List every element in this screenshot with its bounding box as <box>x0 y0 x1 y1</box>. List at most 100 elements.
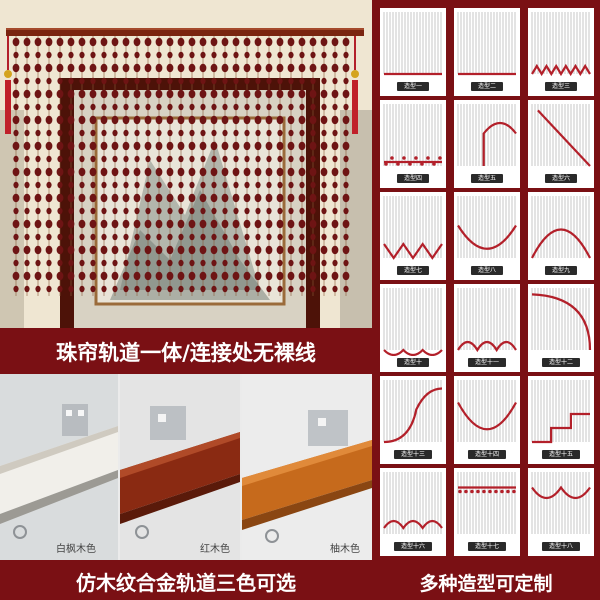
style-diagram <box>383 12 442 76</box>
style-grid: 造型一造型二 造型三造型四造型五 造型六造型七 造型八 造型九造型十 造型十一 造型十二造型… <box>372 0 600 562</box>
style-hem-line <box>457 224 517 250</box>
style-label: 造型十七 <box>467 542 507 551</box>
style-label: 造型十一 <box>467 358 507 367</box>
style-bead <box>470 489 474 494</box>
style-label: 造型十 <box>396 358 430 367</box>
style-diagram <box>531 288 592 351</box>
style-label: 造型十三 <box>393 450 433 459</box>
style-bead <box>426 156 430 160</box>
style-card: 造型二 <box>454 8 520 96</box>
style-card: 造型四 <box>380 100 446 188</box>
colors-caption-bar: 仿木纹合金轨道三色可选 <box>0 560 372 600</box>
style-diagram <box>531 12 591 77</box>
rail-label-3: 柚木色 <box>330 544 360 555</box>
style-label: 造型七 <box>396 266 430 275</box>
style-card: 造型十五 <box>528 376 594 464</box>
style-bead <box>476 489 480 494</box>
style-hem-line <box>383 387 443 444</box>
style-hem-line <box>482 121 517 166</box>
style-label: 造型三 <box>544 82 578 91</box>
style-bead <box>402 156 406 160</box>
style-card: 造型九 <box>528 192 594 280</box>
style-bead <box>390 156 394 160</box>
rail-sample-teak: 柚木色 <box>242 374 372 560</box>
rail-body <box>120 432 240 514</box>
style-diagram <box>383 288 443 356</box>
style-diagram <box>383 104 442 166</box>
style-diagram <box>457 288 517 353</box>
style-bead <box>408 162 412 166</box>
style-card: 造型一 <box>380 8 446 96</box>
style-diagram <box>531 196 591 259</box>
style-card: 造型七 <box>380 192 446 280</box>
style-card: 造型十一 <box>454 284 520 372</box>
style-diagram <box>457 472 516 534</box>
style-label: 造型五 <box>470 174 504 183</box>
styles-caption-text: 多种造型可定制 <box>419 573 553 595</box>
style-diagram <box>457 104 517 166</box>
style-card: 造型十二 <box>528 284 594 372</box>
style-label: 造型十五 <box>541 450 581 459</box>
style-diagram <box>531 104 591 167</box>
styles-caption-bar: 多种造型可定制 <box>372 562 600 600</box>
style-bead <box>432 162 436 166</box>
curtain-scene <box>0 0 372 328</box>
rail-samples: 白枫木色 红木色 柚木色 <box>0 374 372 560</box>
style-diagram <box>531 380 590 444</box>
style-hem-line <box>531 63 591 77</box>
rail-label-2: 红木色 <box>200 544 230 555</box>
style-card: 造型十七 <box>454 468 520 556</box>
style-bead <box>458 489 462 494</box>
rail-label-1: 白枫木色 <box>56 544 96 555</box>
style-label: 造型十八 <box>541 542 581 551</box>
style-bead <box>494 489 498 494</box>
style-diagram <box>457 196 517 258</box>
style-label: 造型八 <box>470 266 504 275</box>
style-label: 造型十四 <box>467 450 507 459</box>
style-bead <box>500 489 504 494</box>
style-hem-line <box>383 519 443 530</box>
colors-caption-text: 仿木纹合金轨道三色可选 <box>76 571 296 595</box>
style-card: 造型十三 <box>380 376 446 464</box>
rail-caption-text: 珠帘轨道一体/连接处无裸线 <box>56 341 316 365</box>
style-card: 造型六 <box>528 100 594 188</box>
style-bead <box>482 489 486 494</box>
style-bead <box>384 162 388 166</box>
style-label: 造型六 <box>544 174 578 183</box>
style-bead <box>512 489 516 494</box>
style-hem-line <box>531 228 591 259</box>
style-diagram <box>383 380 443 444</box>
style-diagram <box>383 196 443 260</box>
style-card: 造型十 <box>380 284 446 372</box>
style-card: 造型八 <box>454 192 520 280</box>
style-hem-line <box>532 412 590 444</box>
style-bead <box>396 162 400 166</box>
rail-sample-rosewood: 红木色 <box>120 374 240 560</box>
style-hem-line <box>531 293 592 351</box>
rail-body <box>0 426 118 514</box>
style-hem-line <box>383 242 443 260</box>
style-bead <box>414 156 418 160</box>
style-card: 造型十四 <box>454 376 520 464</box>
style-hem-line <box>531 485 591 500</box>
rail-body <box>242 440 372 520</box>
style-diagram <box>457 380 517 442</box>
style-label: 造型十二 <box>541 358 581 367</box>
rail-caption-bar: 珠帘轨道一体/连接处无裸线 <box>0 328 372 374</box>
style-hem-line <box>457 340 517 353</box>
style-label: 造型十六 <box>393 542 433 551</box>
style-card: 造型五 <box>454 100 520 188</box>
style-hem-line <box>457 401 517 431</box>
style-hem-line <box>537 109 591 167</box>
style-bead <box>438 156 442 160</box>
style-diagram <box>457 12 516 76</box>
style-bead <box>506 489 510 494</box>
style-label: 造型二 <box>470 82 504 91</box>
rail-sample-white-maple: 白枫木色 <box>0 374 118 560</box>
style-card: 造型十六 <box>380 468 446 556</box>
style-card: 造型三 <box>528 8 594 96</box>
style-bead <box>420 162 424 166</box>
bead-curtain-illustration <box>0 0 372 328</box>
style-diagram <box>383 472 443 534</box>
